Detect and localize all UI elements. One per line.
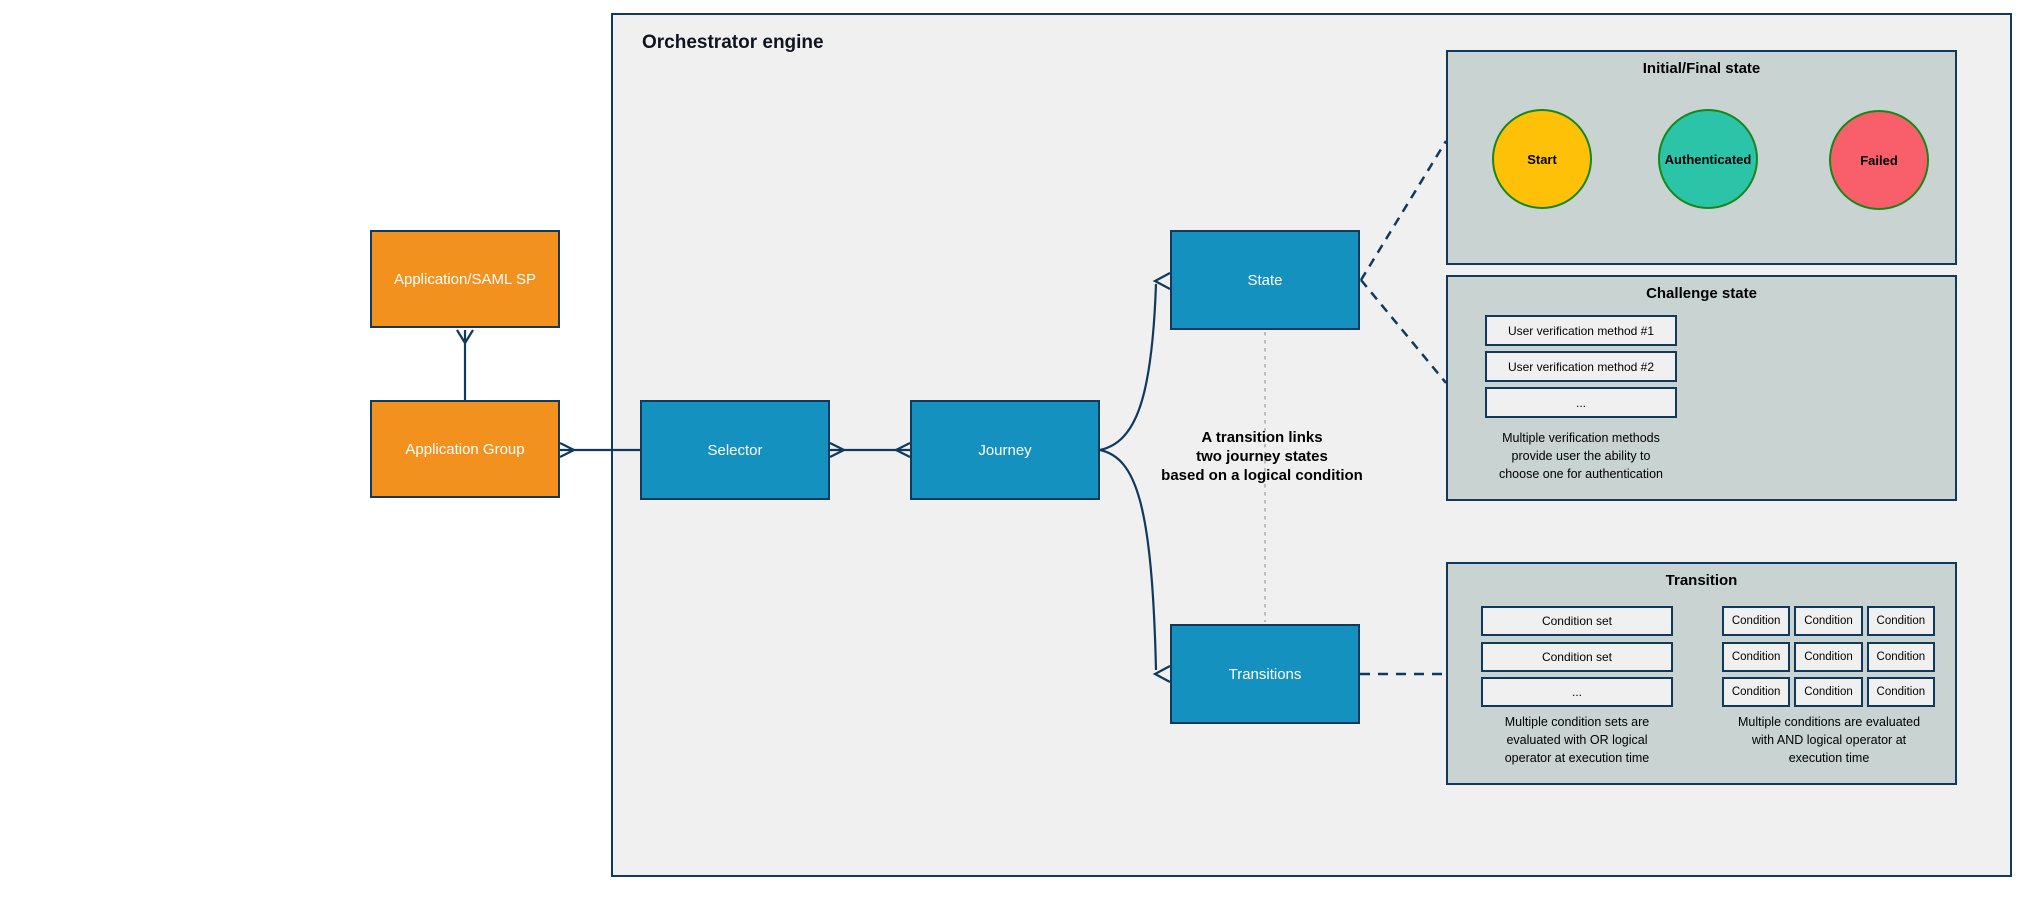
node-application-saml-sp-label: Application/SAML SP xyxy=(393,270,537,288)
engine-title: Orchestrator engine xyxy=(642,32,824,53)
node-transitions: Transitions xyxy=(1170,624,1360,724)
node-transitions-label: Transitions xyxy=(1228,665,1302,683)
node-selector: Selector xyxy=(640,400,830,500)
condition-grid-row-3: Condition Condition Condition xyxy=(1722,677,1935,707)
condition-cell: Condition xyxy=(1794,642,1863,672)
transition-annotation: A transition links two journey states ba… xyxy=(1161,429,1363,484)
condition-cell: Condition xyxy=(1722,677,1791,707)
node-application-group: Application Group xyxy=(370,400,560,498)
node-application-saml-sp: Application/SAML SP xyxy=(370,230,560,328)
condition-cell: Condition xyxy=(1794,677,1863,707)
condition-cell: Condition xyxy=(1866,606,1935,636)
state-circle-start-label: Start xyxy=(1527,151,1557,167)
panel-challenge-title: Challenge state xyxy=(1646,285,1757,302)
state-circle-failed: Failed xyxy=(1829,110,1929,210)
condition-cell: Condition xyxy=(1794,606,1863,636)
state-circle-start: Start xyxy=(1492,109,1592,209)
verification-method-row-2: User verification method #2 xyxy=(1485,351,1677,382)
condition-cell: Condition xyxy=(1866,642,1935,672)
state-circle-authenticated-label: Authenticated xyxy=(1664,151,1752,167)
state-circle-authenticated: Authenticated xyxy=(1658,109,1758,209)
node-state: State xyxy=(1170,230,1360,330)
condition-grid-row-2: Condition Condition Condition xyxy=(1722,642,1935,672)
node-selector-label: Selector xyxy=(707,441,763,459)
condition-cell: Condition xyxy=(1866,677,1935,707)
or-evaluation-note: Multiple condition sets are evaluated wi… xyxy=(1504,715,1650,765)
condition-cell: Condition xyxy=(1722,642,1791,672)
condition-cell: Condition xyxy=(1722,606,1791,636)
condition-grid-row-1: Condition Condition Condition xyxy=(1722,606,1935,636)
challenge-note: Multiple verification methods provide us… xyxy=(1498,431,1663,481)
node-application-group-label: Application Group xyxy=(405,440,525,458)
panel-initial-final-title: Initial/Final state xyxy=(1642,60,1761,77)
condition-set-row-2: Condition set xyxy=(1481,642,1673,672)
state-circle-failed-label: Failed xyxy=(1860,152,1898,168)
panel-transition-title: Transition xyxy=(1665,572,1738,589)
verification-method-row-1: User verification method #1 xyxy=(1485,315,1677,346)
node-journey-label: Journey xyxy=(978,441,1032,459)
condition-set-row-1: Condition set xyxy=(1481,606,1673,636)
condition-set-row-ellipsis: ... xyxy=(1481,677,1673,707)
and-evaluation-note: Multiple conditions are evaluated with A… xyxy=(1737,715,1921,765)
node-state-label: State xyxy=(1247,271,1283,289)
node-journey: Journey xyxy=(910,400,1100,500)
verification-method-row-ellipsis: ... xyxy=(1485,387,1677,418)
panel-transition: Transition xyxy=(1446,562,1957,785)
